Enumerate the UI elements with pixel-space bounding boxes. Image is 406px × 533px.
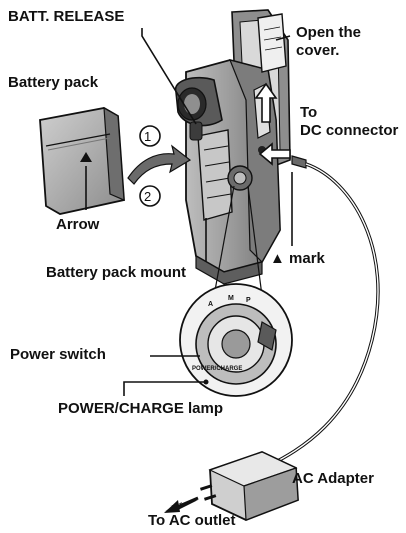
open-cover-label-line1: Open the [296, 24, 362, 41]
battery-pack-mount-label: Battery pack mount [46, 264, 187, 281]
mark-label: ▲ mark [270, 250, 325, 267]
dc-insert-arrow-icon [258, 142, 291, 166]
step-1-circle [139, 125, 161, 147]
dc-cable [267, 155, 380, 468]
open-cover-arrow-icon [254, 82, 278, 123]
battery-pack [39, 106, 125, 215]
step-2-number: 2 [144, 189, 152, 204]
dial-power-charge-text: POWER/CHARGE [192, 366, 243, 372]
arrow-label: Arrow [56, 216, 100, 233]
to-dc-label-line1: To [300, 104, 318, 121]
open-cover-flap [257, 13, 287, 73]
power-charge-lamp-label: POWER/CHARGE lamp [58, 400, 224, 417]
power-switch-dial: A M P [179, 283, 293, 397]
svg-text:M: M [228, 295, 234, 302]
svg-text:P: P [246, 297, 251, 304]
camcorder-body [174, 9, 291, 285]
insert-battery-arrow-icon [127, 144, 192, 185]
ac-adapter [199, 451, 299, 521]
to-dc-label-line2: DC connector [300, 122, 399, 139]
step-1-number: 1 [144, 129, 152, 144]
step-2-circle [139, 185, 161, 207]
ac-adapter-label: AC Adapter [292, 470, 374, 487]
open-cover-label-line2: cover. [296, 42, 340, 59]
to-ac-outlet-label: To AC outlet [148, 512, 236, 529]
svg-text:A: A [208, 301, 213, 308]
batt-release-label: BATT. RELEASE [8, 8, 125, 25]
battery-pack-label: Battery pack [8, 74, 99, 91]
to-ac-outlet-arrow-icon [164, 496, 199, 513]
power-switch-label: Power switch [10, 346, 106, 363]
